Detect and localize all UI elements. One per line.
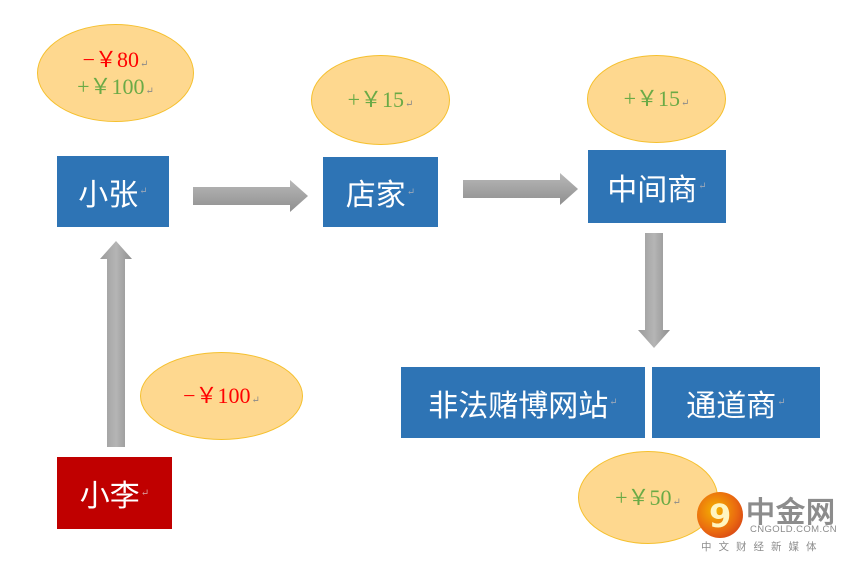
amount-positive: +￥15↵ bbox=[347, 87, 414, 113]
watermark-tagline: 中文财经新媒体 bbox=[701, 541, 824, 553]
amount-positive: +￥100↵ bbox=[77, 74, 154, 99]
watermark-url: CNGOLD.COM.CN bbox=[750, 524, 838, 535]
amount-bubble-zhongjianshang: +￥15↵ bbox=[587, 55, 726, 143]
node-gambling-site: 非法赌博网站↵ bbox=[401, 367, 645, 438]
arrow-dianjia-to-zhongjianshang bbox=[463, 173, 578, 205]
amount-bubble-dianjia: +￥15↵ bbox=[311, 55, 450, 145]
amount-negative: −￥80↵ bbox=[82, 46, 149, 72]
cngold-logo-icon: 9 bbox=[697, 492, 743, 538]
amount-bubble-xiaoli: −￥100↵ bbox=[140, 352, 303, 440]
cngold-watermark: 9 中金网 CNGOLD.COM.CN 中文财经新媒体 bbox=[697, 489, 847, 557]
arrow-zhongjianshang-to-gambling-site bbox=[638, 233, 670, 348]
amount-positive: +￥50↵ bbox=[615, 484, 681, 510]
node-channel: 通道商↵ bbox=[652, 367, 820, 438]
amount-positive: +￥15↵ bbox=[623, 86, 690, 112]
node-dianjia: 店家↵ bbox=[323, 157, 438, 227]
node-xiaozhang: 小张↵ bbox=[57, 156, 169, 227]
amount-bubble-channel: +￥50↵ bbox=[578, 451, 718, 544]
amount-bubble-xiaozhang: −￥80↵ +￥100↵ bbox=[37, 24, 194, 122]
amount-negative: −￥100↵ bbox=[183, 383, 260, 409]
node-zhongjianshang: 中间商↵ bbox=[588, 150, 726, 223]
arrow-xiaozhang-to-dianjia bbox=[193, 180, 308, 212]
watermark-name: 中金网 bbox=[746, 495, 837, 529]
node-xiaoli: 小李↵ bbox=[57, 457, 172, 529]
arrow-xiaoli-to-xiaozhang bbox=[100, 241, 132, 447]
